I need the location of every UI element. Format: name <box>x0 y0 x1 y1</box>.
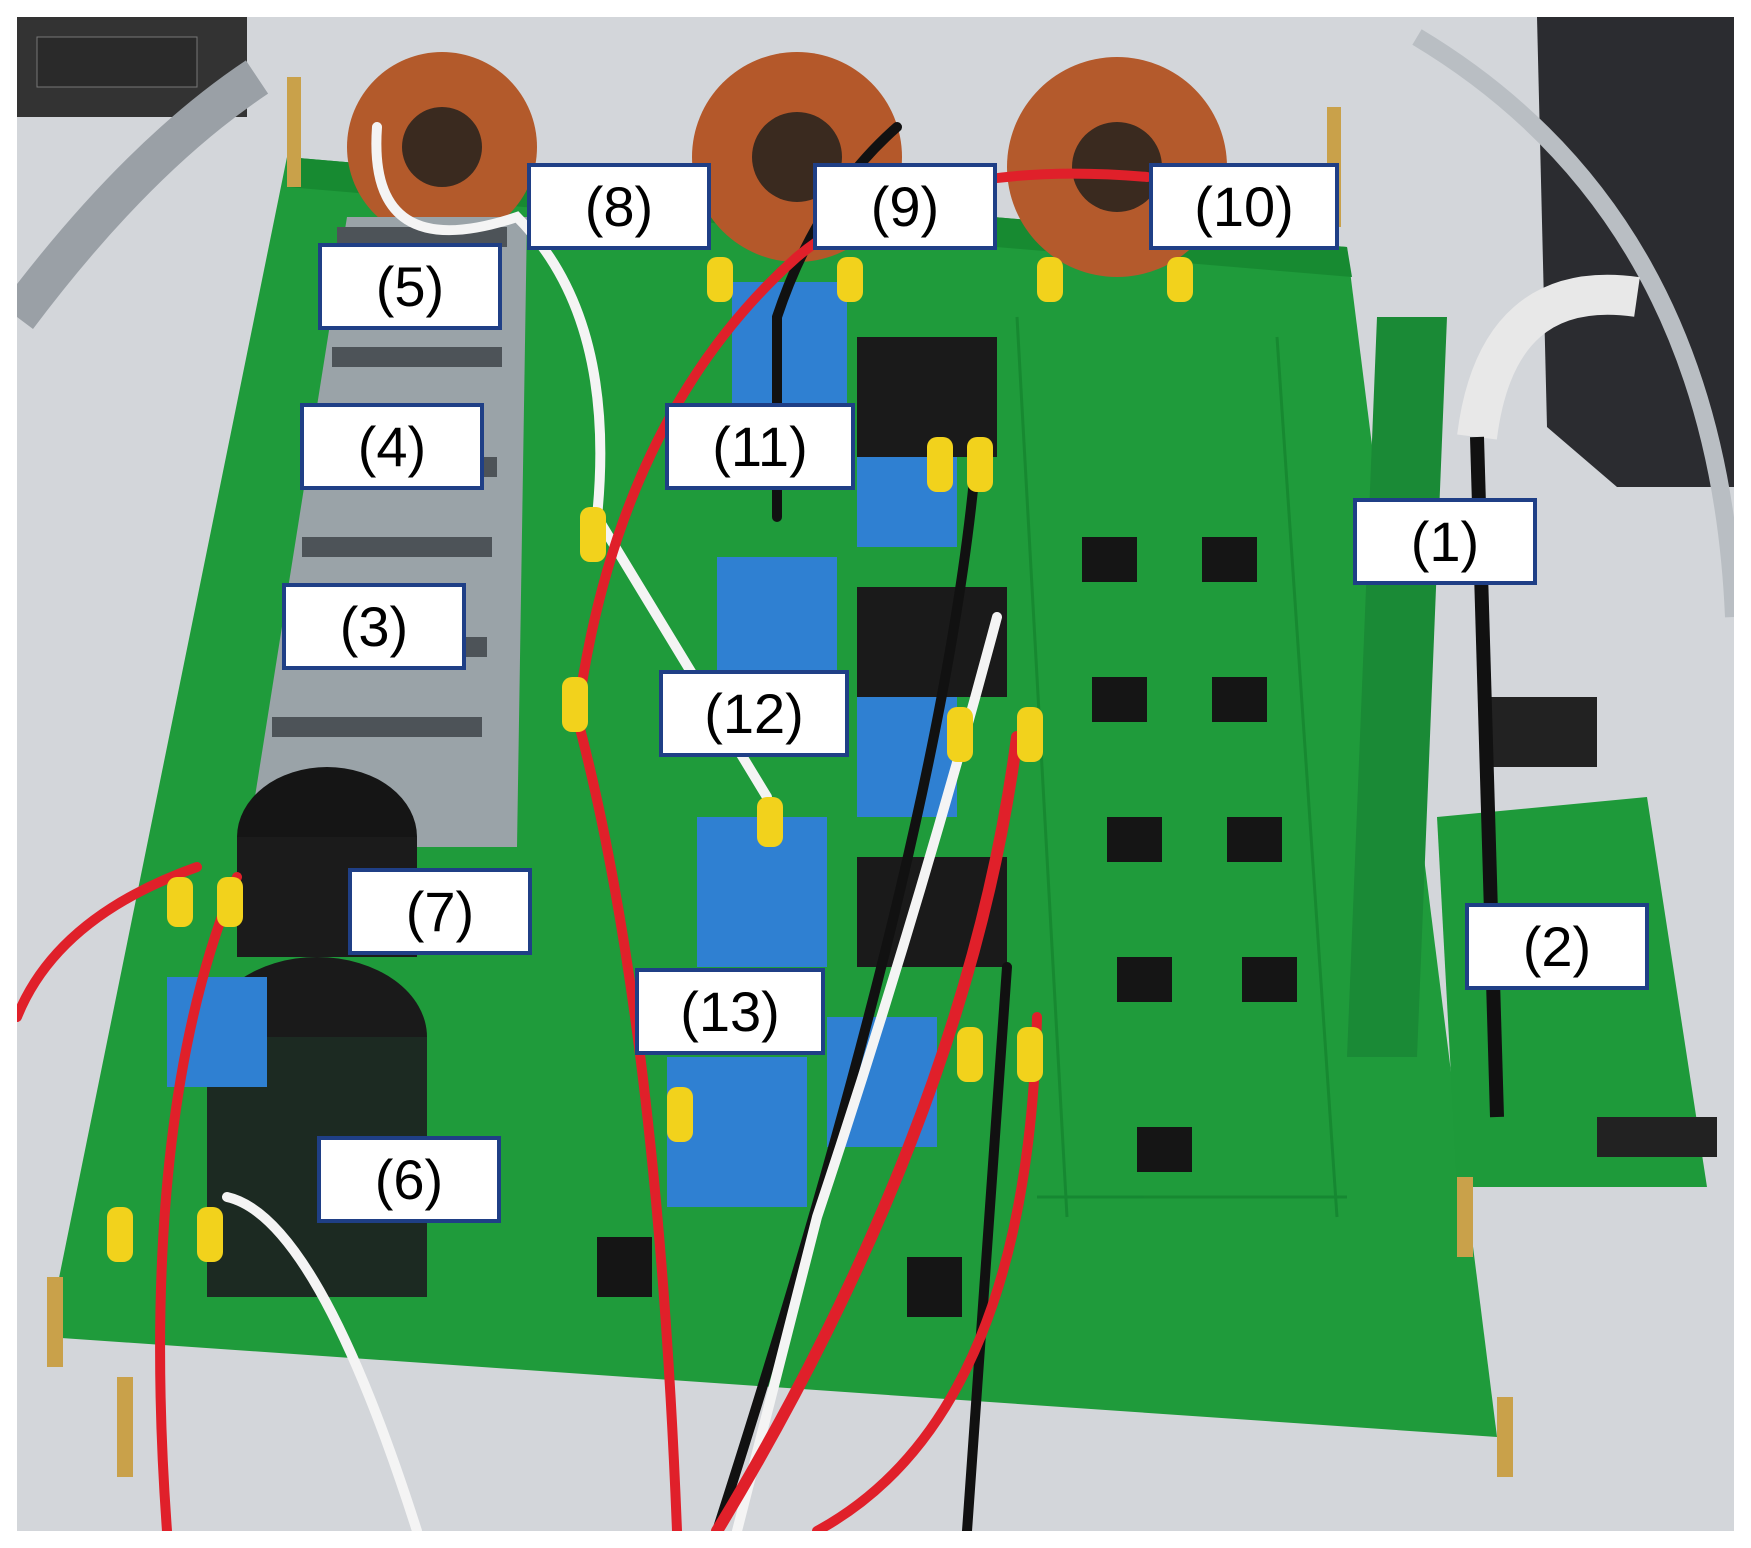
label-6: (6) <box>317 1136 501 1223</box>
toroid-inductor <box>347 52 537 242</box>
label-13: (13) <box>635 968 825 1055</box>
label-11: (11) <box>665 403 855 490</box>
ic-chips <box>597 537 1297 1317</box>
label-9: (9) <box>813 163 997 250</box>
label-12: (12) <box>659 670 849 757</box>
label-2: (2) <box>1465 903 1649 990</box>
label-7: (7) <box>348 868 532 955</box>
label-5: (5) <box>318 243 502 330</box>
spade-terminals <box>107 257 1193 1262</box>
label-10: (10) <box>1149 163 1339 250</box>
label-4: (4) <box>300 403 484 490</box>
label-3: (3) <box>282 583 466 670</box>
usb-board <box>1437 797 1707 1187</box>
label-8: (8) <box>527 163 711 250</box>
pcb-photo <box>17 17 1734 1531</box>
label-1: (1) <box>1353 498 1537 585</box>
